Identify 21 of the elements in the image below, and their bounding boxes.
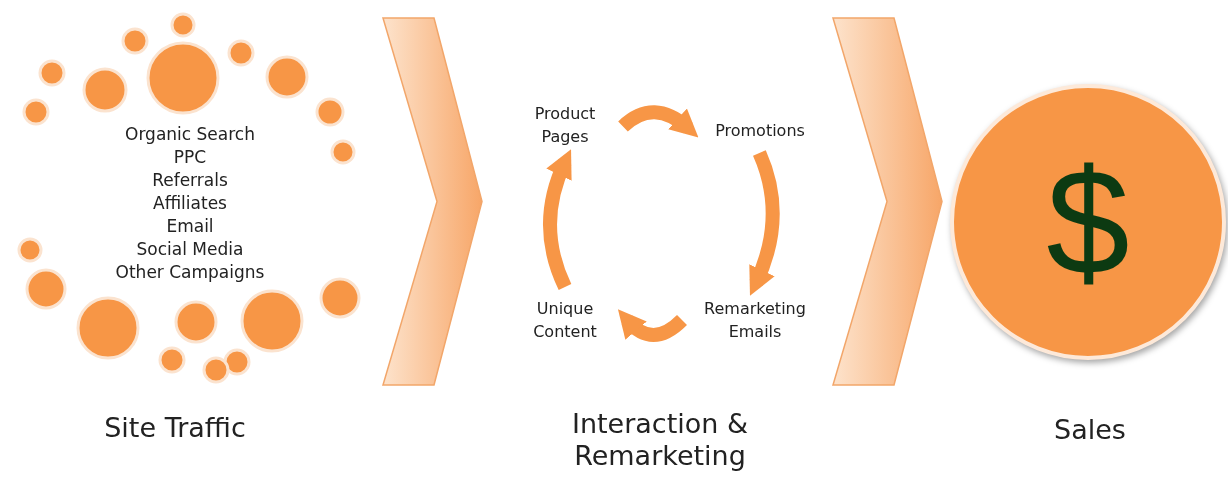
step-label: Product Pages xyxy=(533,103,597,148)
curved-arrow xyxy=(748,150,780,296)
step-label: Promotions xyxy=(715,119,805,142)
list-item: Social Media xyxy=(135,239,245,259)
section-heading: Interaction & Remarketing xyxy=(570,408,750,472)
list-item: PPC xyxy=(172,147,208,167)
dollar-circle: $ xyxy=(950,84,1226,360)
section-caption: Site Traffic xyxy=(103,412,247,443)
step-label: Unique Content xyxy=(532,298,598,343)
list-item: Referrals xyxy=(151,170,229,190)
chevron-arrow xyxy=(832,17,943,386)
chevron-arrow xyxy=(382,17,483,386)
curved-arrow xyxy=(618,105,699,138)
section-caption: Sales xyxy=(1053,414,1127,445)
list-item: Organic Search xyxy=(124,124,256,144)
list-item: Other Campaigns xyxy=(114,262,266,282)
list-item: Email xyxy=(165,216,215,236)
step-label: Remarketing Emails xyxy=(703,298,807,343)
list-item: Affiliates xyxy=(152,193,228,213)
curved-arrow xyxy=(617,309,687,342)
curved-arrow xyxy=(543,149,573,290)
